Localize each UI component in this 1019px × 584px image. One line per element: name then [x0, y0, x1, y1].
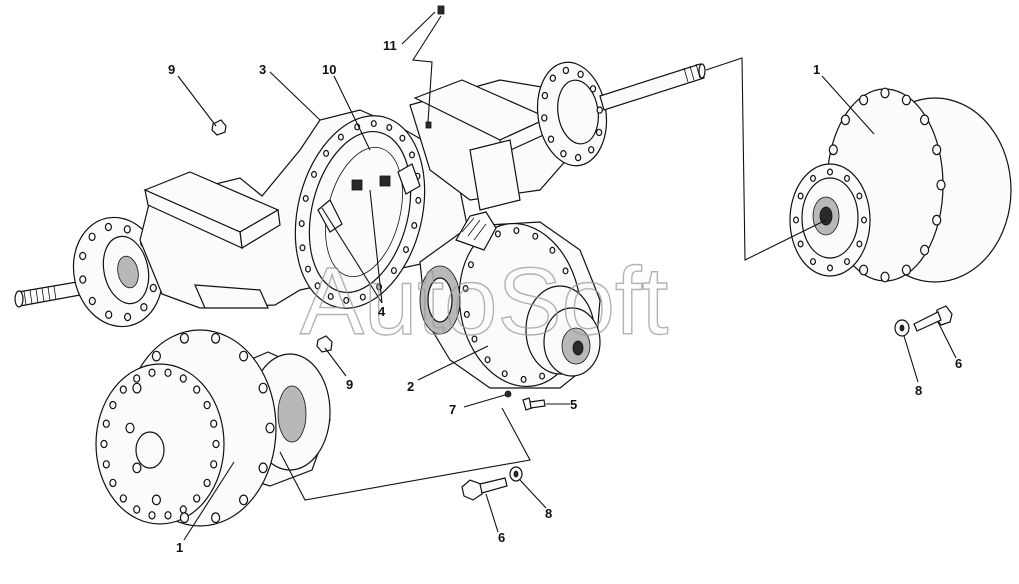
callout-8-right: 8 — [915, 383, 922, 398]
right-axle-shaft — [599, 63, 706, 111]
differential-carrier — [419, 211, 601, 389]
washer-8-right — [894, 319, 910, 337]
callout-4: 4 — [378, 304, 386, 319]
callout-2: 2 — [407, 379, 414, 394]
callout-5: 5 — [570, 397, 577, 412]
bolt-6-lower — [461, 477, 508, 501]
washer-8-lower — [509, 466, 523, 482]
washer-7 — [504, 390, 512, 398]
nut-9-lower — [316, 335, 333, 353]
callout-10: 10 — [322, 62, 336, 77]
nut-9-upper — [211, 119, 227, 136]
leader-lines — [177, 11, 957, 541]
callout-3: 3 — [259, 62, 266, 77]
left-hub-assembly — [95, 329, 331, 527]
callout-8-lower: 8 — [545, 506, 552, 521]
callout-9-upper: 9 — [168, 62, 175, 77]
right-hub-assembly — [789, 87, 1012, 283]
callout-1-right: 1 — [813, 62, 820, 77]
callout-1-left: 1 — [176, 540, 183, 555]
callout-6-right: 6 — [955, 356, 962, 371]
bolt-5 — [522, 397, 546, 411]
callout-11: 11 — [383, 38, 397, 53]
bolt-6-right — [913, 305, 953, 332]
assembly-lines — [279, 57, 827, 501]
callout-7: 7 — [449, 402, 456, 417]
axle-housing — [139, 79, 576, 309]
watermark: AutoSoft — [300, 248, 668, 355]
right-flange — [536, 61, 608, 167]
breather — [412, 5, 445, 129]
callout-9-lower: 9 — [346, 377, 353, 392]
callout-6-lower: 6 — [498, 530, 505, 545]
